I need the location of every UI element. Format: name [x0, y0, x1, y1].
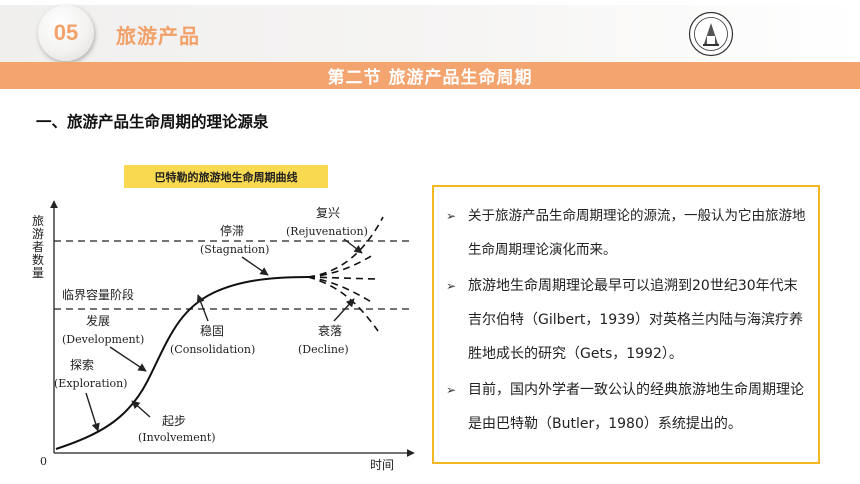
university-logo: [688, 11, 734, 57]
content-heading: 一、旅游产品生命周期的理论源泉: [36, 113, 269, 131]
bullet-arrow-icon: ➢: [446, 383, 457, 397]
arrow-decline: [333, 298, 355, 322]
upper-branch: [307, 254, 374, 278]
stage-development-cn: 发展: [86, 313, 110, 328]
stage-stagnation-en: (Stagnation): [200, 243, 269, 256]
y-axis-label-char: 数: [32, 252, 44, 267]
bullet-item: ➢ 旅游地生命周期理论最早可以追溯到20世纪30年代末吉尔伯特（Gilbert，…: [446, 269, 808, 371]
bullet-arrow-icon: ➢: [446, 279, 457, 293]
bullet-text: 目前，国内外学者一致公认的经典旅游地生命周期理论是由巴特勒（Butler，198…: [468, 382, 804, 432]
y-axis-label-char: 旅: [32, 214, 44, 228]
chart-title-text: 巴特勒的旅游地生命周期曲线: [154, 170, 298, 184]
section-title: 旅游产品: [116, 24, 200, 48]
arrow-rejuvenation: [343, 238, 363, 254]
subtitle-text: 第二节 旅游产品生命周期: [327, 68, 533, 88]
bullet-text: 旅游地生命周期理论最早可以追溯到20世纪30年代末吉尔伯特（Gilbert，19…: [468, 278, 804, 362]
stage-rejuvenation-en: (Rejuvenation): [286, 225, 368, 238]
stage-development-en: (Development): [62, 333, 144, 346]
arrow-exploration: [85, 392, 100, 432]
lower-branch: [307, 276, 374, 304]
arrow-stagnation: [241, 256, 269, 276]
rejuvenation-branch: [307, 216, 384, 278]
stage-exploration-cn: 探索: [70, 358, 94, 372]
stage-decline-cn: 衰落: [318, 323, 342, 338]
stage-involvement-en: (Involvement): [138, 431, 216, 444]
bullet-arrow-icon: ➢: [446, 209, 457, 223]
stage-stagnation-cn: 停滞: [220, 223, 244, 238]
section-number: 05: [53, 20, 79, 45]
stage-consolidation-en: (Consolidation): [170, 343, 255, 356]
lifecycle-chart: 旅游者数量 0 时间 临界容量阶段 停滞 (Stagnation) 复兴 (Re…: [32, 200, 415, 472]
bullet-text: 关于旅游产品生命周期理论的源流，一般认为它由旅游地生命周期理论演化而来。: [468, 208, 806, 258]
arrow-consolidation: [196, 294, 209, 322]
stage-consolidation-cn: 稳固: [200, 323, 224, 338]
stage-involvement-cn: 起步: [162, 414, 186, 428]
arrow-involvement: [131, 400, 151, 418]
decline-branch: [307, 276, 379, 332]
flat-branch: [307, 276, 377, 280]
stage-decline-en: (Decline): [298, 343, 349, 356]
y-axis-label-char: 量: [32, 266, 44, 280]
capacity-label: 临界容量阶段: [62, 287, 134, 302]
origin-label: 0: [40, 455, 47, 468]
arrow-development: [109, 346, 147, 372]
chart-title-label: 巴特勒的旅游地生命周期曲线: [124, 165, 328, 188]
bullet-item: ➢ 目前，国内外学者一致公认的经典旅游地生命周期理论是由巴特勒（Butler，1…: [446, 373, 808, 441]
section-number-badge: 05: [38, 5, 94, 61]
x-axis-label: 时间: [370, 458, 394, 472]
description-box: ➢ 关于旅游产品生命周期理论的源流，一般认为它由旅游地生命周期理论演化而来。 ➢…: [432, 185, 820, 464]
subtitle-bar: 第二节 旅游产品生命周期: [0, 62, 860, 89]
y-axis-label: 旅游者数量: [32, 214, 44, 280]
y-axis-label-char: 者: [32, 240, 44, 254]
stage-rejuvenation-cn: 复兴: [316, 206, 340, 220]
lifecycle-curve: [55, 276, 309, 450]
bullet-item: ➢ 关于旅游产品生命周期理论的源流，一般认为它由旅游地生命周期理论演化而来。: [446, 199, 808, 267]
stage-exploration-en: (Exploration): [54, 377, 127, 390]
y-axis-label-char: 游: [32, 227, 44, 241]
